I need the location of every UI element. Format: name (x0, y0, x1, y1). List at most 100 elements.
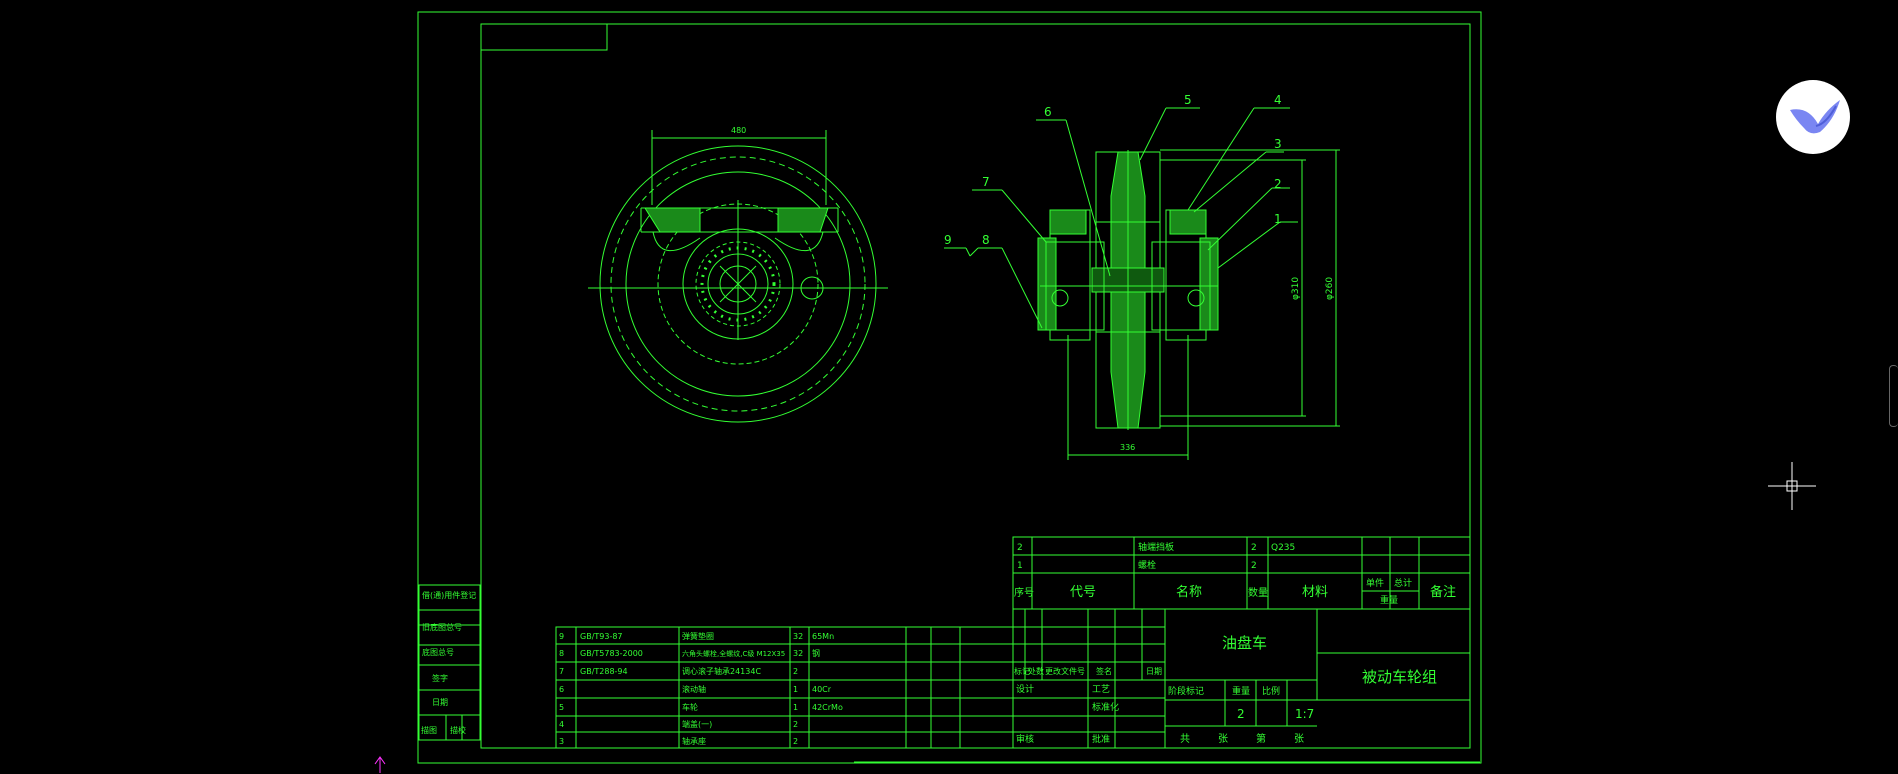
tb-school: 油盘车 (1222, 634, 1267, 652)
lower-row-no: 3 (559, 737, 564, 746)
lower-row-qty: 2 (793, 667, 798, 676)
strip-label: 旧底图总号 (422, 622, 462, 632)
balloon-2: 2 (1274, 177, 1282, 191)
lower-row-material: 65Mn (812, 632, 834, 641)
lower-row-no: 4 (559, 720, 564, 729)
tb-label-stage: 阶段标记 (1168, 685, 1204, 697)
lower-row-qty: 2 (793, 737, 798, 746)
lower-row-name: 端盖(一) (682, 719, 712, 729)
lower-row-qty: 1 (793, 703, 798, 712)
upper-header-weight: 重量 (1380, 594, 1398, 606)
upper-row-name: 螺栓 (1138, 559, 1156, 571)
balloon-9: 9 (944, 233, 952, 247)
lower-row-material: 42CrMo (812, 703, 843, 712)
lower-row-code: GB/T93-87 (580, 632, 623, 641)
upper-row-no: 2 (1017, 543, 1023, 553)
strip-label: 借(通)用件登记 (422, 590, 476, 600)
tb-label-standard: 标准化 (1092, 701, 1119, 713)
balloon-7: 7 (982, 175, 990, 189)
lower-row-name: 车轮 (682, 702, 698, 712)
tb-value-scale: 1:7 (1295, 707, 1314, 721)
left-binding-strip (418, 584, 481, 741)
upper-header-material: 材料 (1302, 585, 1328, 600)
upper-row-name: 轴端挡板 (1138, 541, 1174, 553)
side-dim-phi260: φ260 (1325, 277, 1335, 300)
tb-label-date: 日期 (1146, 667, 1162, 676)
lower-row-code: GB/T5783-2000 (580, 649, 643, 658)
lower-row-material: 钢 (812, 648, 820, 658)
tb-label-sign: 签名 (1096, 666, 1112, 676)
lower-row-no: 5 (559, 703, 564, 712)
tb-label-approve: 批准 (1092, 733, 1110, 745)
crosshair-cursor-icon (1768, 462, 1816, 510)
tb-label-mark: 标记 (1014, 666, 1030, 676)
tb-label-sheet2: 张 (1294, 733, 1304, 745)
ucs-arrow-icon (374, 756, 386, 773)
balloon-8: 8 (982, 233, 990, 247)
upper-header-remark: 备注 (1430, 584, 1456, 600)
upper-row-material: Q235 (1271, 543, 1295, 553)
tb-label-craft: 工艺 (1092, 684, 1110, 695)
lower-row-name: 滚动轴 (682, 684, 706, 694)
drawing-sheet: 借(通)用件登记 旧底图总号 底图总号 签字 日期 描图 描校 (417, 11, 1482, 764)
front-dim-480: 480 (731, 126, 746, 135)
side-scroll-handle[interactable] (1889, 365, 1898, 427)
upper-row-qty: 2 (1251, 561, 1257, 571)
balloon-6: 6 (1044, 105, 1052, 119)
tb-label-total: 共 (1180, 733, 1190, 745)
strip-label: 底图总号 (422, 647, 454, 657)
lower-row-name: 调心滚子轴承24134C (682, 666, 761, 676)
lower-row-qty: 2 (793, 720, 798, 729)
lower-row-no: 9 (559, 632, 564, 641)
parts-list-lower-grid (555, 609, 1166, 749)
side-dim-336: 336 (1120, 443, 1135, 452)
tb-label-sheet: 张 (1218, 733, 1228, 745)
lower-row-name: 轴承座 (682, 736, 706, 746)
outer-border (417, 11, 1482, 764)
lower-row-qty: 32 (793, 649, 803, 658)
strip-label: 签字 (432, 673, 448, 683)
tb-title: 被动车轮组 (1362, 668, 1437, 686)
strip-label: 日期 (432, 698, 448, 707)
upper-header-total: 总计 (1394, 577, 1412, 589)
upper-row-no: 1 (1017, 561, 1023, 571)
lower-row-qty: 1 (793, 685, 798, 694)
upper-header-single: 单件 (1366, 577, 1384, 589)
upper-header-name: 名称 (1176, 584, 1202, 600)
tb-label-no: 第 (1256, 732, 1266, 745)
leader-lines (944, 107, 1298, 329)
inner-border (480, 23, 1471, 749)
balloon-5: 5 (1184, 93, 1192, 107)
title-block-grid (1013, 608, 1471, 749)
bird-logo-icon[interactable] (1776, 80, 1850, 154)
top-left-box (480, 23, 608, 51)
upper-header-no: 序号 (1014, 586, 1034, 599)
balloon-3: 3 (1274, 137, 1282, 151)
lower-row-name: 六角头螺栓,全螺纹,C级 M12X35 (682, 649, 785, 658)
balloon-4: 4 (1274, 93, 1282, 107)
tb-value-weight: 2 (1237, 707, 1245, 721)
lower-row-name: 弹簧垫圈 (682, 631, 714, 641)
strip-label: 描图 (421, 725, 437, 735)
tb-label-weight: 重量 (1232, 685, 1250, 697)
lower-row-material: 40Cr (812, 685, 832, 694)
tb-label-design: 设计 (1016, 683, 1034, 695)
side-dim-phi310: φ310 (1291, 277, 1301, 300)
upper-header-code: 代号 (1070, 585, 1096, 600)
tb-label-change-doc: 更改文件号 (1045, 666, 1085, 676)
lower-row-qty: 32 (793, 632, 803, 641)
tb-label-check: 审核 (1016, 733, 1034, 745)
lower-row-no: 6 (559, 685, 564, 694)
tb-label-scale: 比例 (1262, 685, 1280, 697)
strip-label: 描校 (450, 725, 466, 735)
lower-row-no: 8 (559, 649, 564, 658)
lower-row-no: 7 (559, 667, 564, 676)
balloon-1: 1 (1274, 212, 1282, 226)
upper-row-qty: 2 (1251, 543, 1257, 553)
tb-label-count: 处数 (1028, 666, 1044, 676)
wheel-side-view (1037, 149, 1340, 460)
wheel-front-view (588, 130, 888, 423)
lower-row-code: GB/T288-94 (580, 667, 628, 676)
upper-header-qty: 数量 (1248, 586, 1268, 599)
